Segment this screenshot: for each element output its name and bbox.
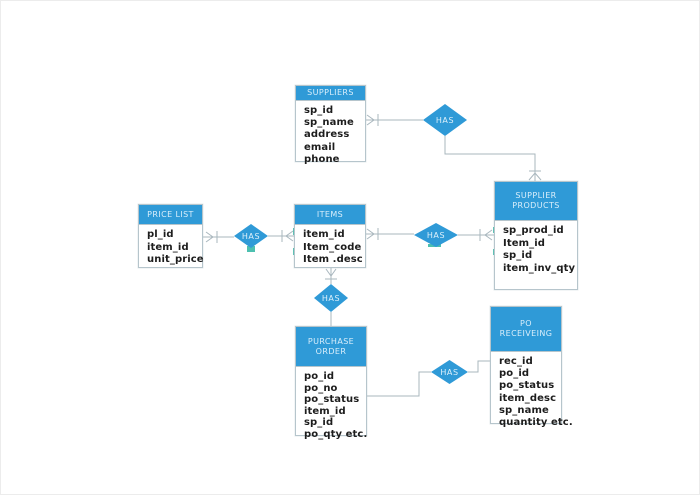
relationship-items-purchase-order[interactable]: HAS (314, 284, 348, 312)
relationship-price-list-items[interactable]: HAS (234, 224, 268, 248)
attribute-item-id: item_id (147, 241, 189, 253)
relationship-label: HAS (241, 231, 261, 241)
attribute-item-code: Item_code (303, 241, 362, 253)
relationship-label: HAS (440, 367, 459, 377)
entity-price-list[interactable]: PRICE LIST pl_id item_id unit_price (138, 204, 204, 268)
attribute-item-id: item_id (303, 229, 345, 240)
entity-items-attributes: item_id Item_code Item .desc (295, 225, 365, 267)
attribute-pl-id: pl_id (147, 229, 174, 240)
connector-has-supplier-products (444, 136, 536, 181)
entity-suppliers-title: SUPPLIERS (296, 86, 365, 101)
attribute-phone: phone (304, 153, 340, 165)
attribute-sp-name: sp_name (304, 117, 354, 129)
relationship-label: HAS (426, 230, 446, 240)
entity-items[interactable]: ITEMS item_id Item_code Item .desc (294, 204, 366, 268)
attribute-rec-id: rec_id (499, 356, 533, 367)
connector-purchase-order-has (367, 371, 431, 397)
entity-supplier-products[interactable]: SUPPLIER PRODUCTS sp_prod_id Item_id sp_… (494, 181, 578, 290)
attribute-unit-price: unit_price (147, 254, 204, 265)
entity-po-receiveing-attributes: rec_id po_id po_status item_desc sp_name… (491, 352, 573, 429)
attribute-po-status: po_status (304, 394, 360, 406)
attribute-po-id: po_id (304, 371, 335, 382)
attribute-sp-id: sp_id (503, 250, 533, 261)
attribute-sp-name: sp_name (499, 404, 549, 416)
entity-suppliers-attributes: sp_id sp_name address email phone (296, 101, 365, 166)
relationship-label: HAS (321, 293, 341, 303)
attribute-address: address (304, 129, 350, 141)
attribute-po-id: po_id (499, 368, 530, 380)
entity-supplier-products-title: SUPPLIER PRODUCTS (495, 182, 577, 221)
attribute-quantity: quantity etc. (499, 417, 573, 429)
entity-items-title: ITEMS (295, 205, 365, 225)
relationship-label: HAS (435, 115, 455, 125)
attribute-item-id: item_id (304, 405, 346, 417)
attribute-item-desc: Item .desc (303, 254, 363, 265)
attribute-item-id: Item_id (503, 237, 545, 249)
entity-supplier-products-attributes: sp_prod_id Item_id sp_id item_inv_qty (495, 221, 577, 275)
entity-purchase-order[interactable]: PURCHASE ORDER po_id po_no po_status ite… (295, 326, 367, 440)
attribute-po-no: po_no (304, 382, 338, 394)
entity-suppliers[interactable]: SUPPLIERS sp_id sp_name address email ph… (295, 85, 366, 165)
entity-po-receiveing-title: PO RECEIVEING (491, 307, 561, 352)
attribute-item-inv-qty: item_inv_qty (503, 262, 576, 274)
entity-price-list-title: PRICE LIST (139, 205, 202, 225)
attribute-sp-id: sp_id (304, 105, 334, 116)
attribute-sp-id: sp_id (304, 417, 334, 429)
relationship-suppliers-supplier-products[interactable]: HAS (423, 104, 467, 136)
cardinality-marks (205, 114, 542, 280)
attribute-sp-prod-id: sp_prod_id (503, 225, 564, 236)
attribute-po-qty: po_qty etc. (304, 428, 368, 440)
entity-po-receiveing[interactable]: PO RECEIVEING rec_id po_id po_status ite… (490, 306, 573, 428)
connector-has-po-receiveing (468, 360, 490, 373)
relationship-items-supplier-products[interactable]: HAS (414, 223, 458, 247)
entity-purchase-order-attributes: po_id po_no po_status item_id sp_id po_q… (296, 367, 368, 441)
entity-price-list-attributes: pl_id item_id unit_price (139, 225, 204, 267)
entity-purchase-order-title: PURCHASE ORDER (296, 327, 366, 367)
attribute-po-status: po_status (499, 380, 555, 392)
attribute-email: email (304, 141, 336, 153)
attribute-item-desc: item_desc (499, 392, 557, 404)
relationship-purchase-order-po-receiveing[interactable]: HAS (431, 360, 468, 384)
